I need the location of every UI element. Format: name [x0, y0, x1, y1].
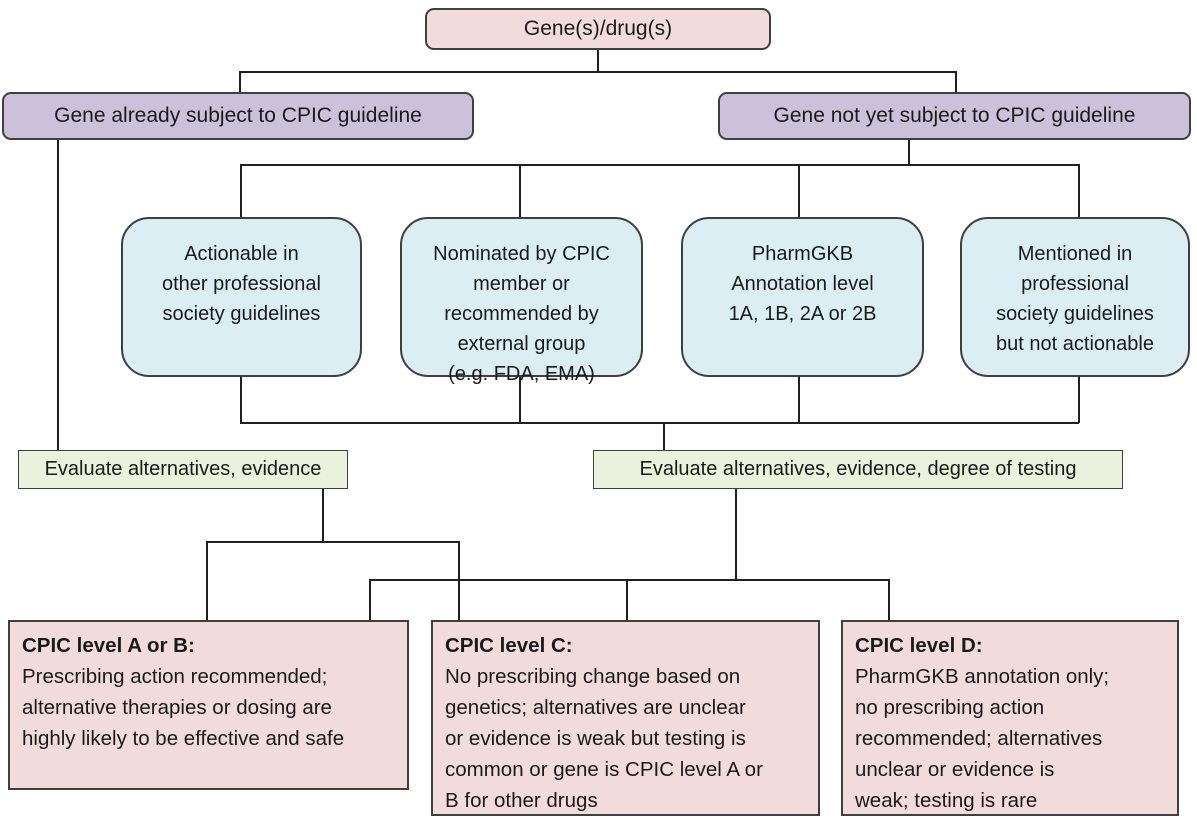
cpic-level-a-b-body: Prescribing action recommended; alternat… — [22, 665, 345, 750]
connector-line — [597, 48, 599, 72]
node-gene-already-subject-cpic: Gene already subject to CPIC guideline — [2, 92, 474, 140]
node-genes-drugs: Gene(s)/drug(s) — [425, 8, 771, 50]
cpic-level-a-b-heading: CPIC level A or B: — [22, 634, 195, 657]
node-evaluate-alternatives-evidence-testing: Evaluate alternatives, evidence, degree … — [593, 450, 1123, 489]
connector-line — [240, 164, 1079, 166]
connector-line — [240, 422, 1079, 424]
node-cpic-level-a-or-b: CPIC level A or B: Prescribing action re… — [8, 620, 409, 790]
connector-line — [1078, 164, 1080, 218]
cpic-level-d-body: PharmGKB annotation only; no prescribing… — [855, 665, 1110, 812]
connector-line — [519, 164, 521, 218]
connector-line — [206, 541, 208, 621]
connector-line — [239, 71, 957, 73]
connector-line — [458, 541, 460, 621]
connector-line — [798, 164, 800, 218]
cpic-level-c-body: No prescribing change based on genetics;… — [445, 665, 763, 812]
connector-line — [955, 71, 957, 93]
cpic-level-d-heading: CPIC level D: — [855, 634, 983, 657]
connector-line — [798, 377, 800, 423]
connector-line — [57, 140, 59, 451]
node-criterion-actionable-other-guidelines: Actionable in other professional society… — [121, 217, 362, 377]
connector-line — [1078, 377, 1080, 423]
node-cpic-level-c: CPIC level C: No prescribing change base… — [431, 620, 820, 816]
connector-line — [240, 164, 242, 218]
node-criterion-mentioned-not-actionable: Mentioned in professional society guidel… — [960, 217, 1190, 377]
cpic-level-c-heading: CPIC level C: — [445, 634, 573, 657]
connector-line — [239, 71, 241, 93]
connector-line — [322, 489, 324, 542]
connector-line — [888, 579, 890, 621]
node-criterion-pharmgkb-annotation: PharmGKB Annotation level 1A, 1B, 2A or … — [681, 217, 924, 377]
node-criterion-nominated-by-cpic: Nominated by CPIC member or recommended … — [400, 217, 643, 385]
node-evaluate-alternatives-evidence: Evaluate alternatives, evidence — [18, 450, 348, 489]
connector-line — [519, 377, 521, 423]
connector-line — [369, 579, 371, 621]
node-cpic-level-d: CPIC level D: PharmGKB annotation only; … — [841, 620, 1179, 816]
connector-line — [240, 377, 242, 423]
node-gene-not-yet-subject-cpic: Gene not yet subject to CPIC guideline — [718, 92, 1191, 140]
connector-line — [908, 140, 910, 165]
connector-line — [626, 579, 628, 621]
connector-line — [206, 541, 459, 543]
connector-line — [735, 489, 737, 580]
connector-line — [369, 579, 889, 581]
connector-line — [663, 422, 665, 451]
